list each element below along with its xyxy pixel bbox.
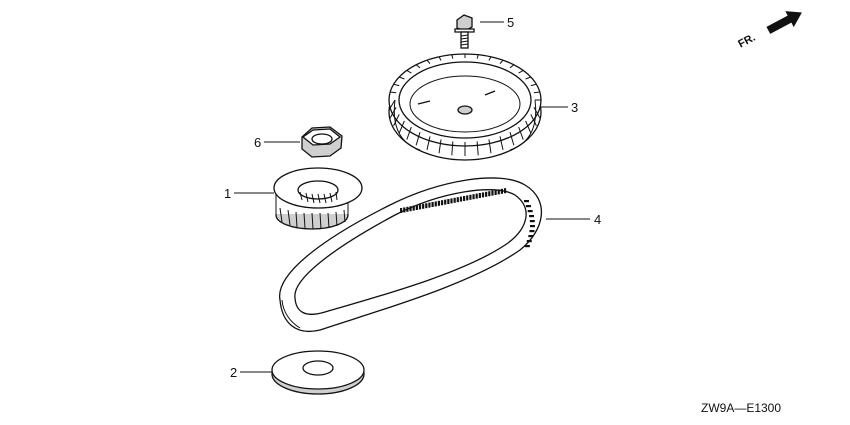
flange-bolt — [454, 14, 475, 49]
drive-pulley — [273, 167, 363, 230]
callout-3: 3 — [571, 100, 578, 115]
pulley-tooth — [509, 132, 515, 146]
belt-tooth — [526, 240, 532, 243]
pulley-tooth — [415, 64, 421, 69]
belt-tooth — [469, 194, 472, 200]
belt-tooth — [500, 188, 503, 194]
callout-2: 2 — [230, 365, 237, 380]
belt-tooth — [529, 220, 535, 223]
pulley-tooth — [438, 139, 442, 154]
belt-tooth — [400, 208, 403, 213]
belt-tooth — [475, 193, 478, 199]
belt-tooth — [481, 192, 485, 198]
pulley-tooth — [476, 54, 479, 59]
lock-nut — [301, 126, 343, 158]
belt-tooth — [485, 191, 488, 197]
pulley-tooth — [451, 141, 454, 156]
belt-tooth — [425, 203, 428, 209]
pulley-tooth — [406, 69, 412, 74]
pulley-tooth — [488, 56, 492, 61]
belt-tooth — [529, 225, 535, 228]
timing-belt — [279, 177, 542, 332]
belt-tooth — [456, 197, 459, 203]
front-arrow-icon — [766, 11, 802, 34]
pulley-tooth — [530, 114, 537, 126]
pulley-tooth — [398, 120, 405, 134]
belt-tooth — [527, 210, 533, 213]
pulley-tooth — [499, 136, 504, 150]
pulley-tooth — [393, 114, 400, 126]
pulley-teeth — [388, 54, 541, 156]
callout-4: 4 — [594, 212, 601, 227]
belt-tooth — [472, 194, 475, 200]
belt-tooth — [528, 235, 534, 238]
belt-tooth — [431, 202, 434, 207]
belt-tooth — [524, 200, 529, 203]
driven-pulley — [388, 53, 542, 161]
belt-tooth — [447, 199, 450, 204]
pulley-tooth — [525, 76, 531, 80]
pulley-tooth — [390, 91, 397, 94]
front-label: FR. — [736, 32, 757, 51]
belt-tooth — [415, 205, 418, 210]
belt-tooth — [428, 202, 431, 208]
pulley-tooth — [406, 126, 412, 140]
pulley-tooth — [426, 136, 431, 150]
belt-tooth — [403, 207, 406, 213]
belt-tooth — [450, 198, 453, 204]
callout-5: 5 — [507, 15, 514, 30]
pulley-tooth — [388, 99, 396, 111]
belt-tooth — [459, 196, 463, 202]
pulley-tooth — [525, 120, 532, 134]
pulley-tooth — [476, 141, 479, 156]
belt-tooth — [406, 206, 409, 212]
pulley-tooth — [393, 83, 400, 87]
pulley-tooth — [533, 91, 540, 94]
pulley-tooth — [451, 54, 454, 59]
front-direction-marker: FR. — [736, 11, 802, 51]
belt-tooth — [409, 206, 412, 212]
belt-tooth — [422, 203, 425, 209]
belt-tooth — [463, 196, 466, 201]
pulley-tooth — [415, 132, 421, 146]
belt-tooth — [453, 197, 456, 203]
belt-tooth — [466, 195, 469, 201]
belt-tooth — [437, 200, 440, 206]
belt-tooth — [503, 188, 507, 194]
pulley-tooth — [426, 59, 431, 64]
pulley-tooth — [499, 59, 504, 64]
belt-tooth — [478, 193, 481, 198]
belt-tooth — [491, 190, 494, 196]
pulley-tooth — [533, 107, 541, 119]
belt-tooth — [497, 189, 500, 195]
pulley-tooth — [518, 126, 524, 140]
belt-tooth — [418, 204, 422, 210]
belt-tooth — [440, 200, 444, 206]
washer — [271, 350, 365, 395]
pulley-tooth — [438, 56, 442, 61]
belt-tooth — [494, 190, 497, 195]
belt-tooth — [488, 191, 491, 197]
belt-tooth — [529, 230, 535, 233]
diagram-code: ZW9A—E1300 — [701, 401, 781, 415]
callout-1: 1 — [224, 186, 231, 201]
belt-tooth — [434, 201, 437, 207]
pulley-tooth — [488, 139, 492, 154]
belt-tooth — [444, 199, 447, 205]
belt-teeth — [400, 188, 535, 248]
pulley-tooth — [389, 107, 397, 119]
callout-6: 6 — [254, 135, 261, 150]
pulley-tooth — [509, 64, 515, 69]
pulley-tooth — [518, 69, 524, 74]
leader-lines — [234, 21, 590, 373]
belt-tooth — [529, 215, 535, 218]
pulley-tooth — [399, 76, 405, 80]
pulley-tooth — [530, 83, 537, 87]
belt-tooth — [524, 245, 530, 248]
belt-tooth — [412, 205, 415, 211]
belt-tooth — [525, 205, 531, 208]
